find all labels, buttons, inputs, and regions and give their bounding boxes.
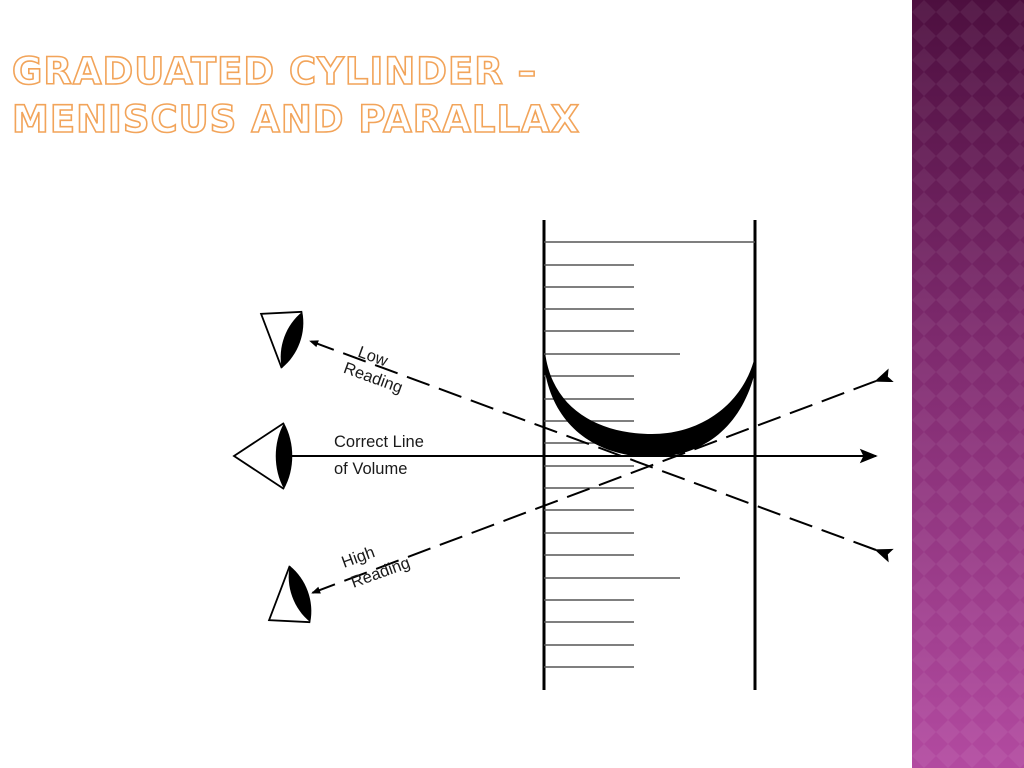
low-reading-label: Low Reading — [341, 343, 405, 397]
title-line-2: Meniscus and Parallax — [11, 97, 581, 142]
meniscus-curve — [545, 352, 755, 457]
correct-line-label-line1: Correct Line — [334, 433, 424, 451]
meniscus-parallax-diagram: Low Reading Correct Line of Volume High … — [232, 220, 894, 690]
decorative-side-band — [912, 0, 1024, 768]
eye-icon-top — [259, 310, 304, 369]
eye-icon-bottom — [267, 565, 312, 624]
correct-line-label-line2: of Volume — [334, 460, 407, 478]
correct-line-label: Correct Line of Volume — [334, 433, 424, 478]
slide-title: Graduated Cylinder – Meniscus and Parall… — [11, 48, 892, 144]
high-reading-label: High Reading — [339, 543, 412, 592]
title-line-1: Graduated Cylinder – — [11, 49, 538, 94]
eye-icon-middle — [232, 422, 293, 490]
